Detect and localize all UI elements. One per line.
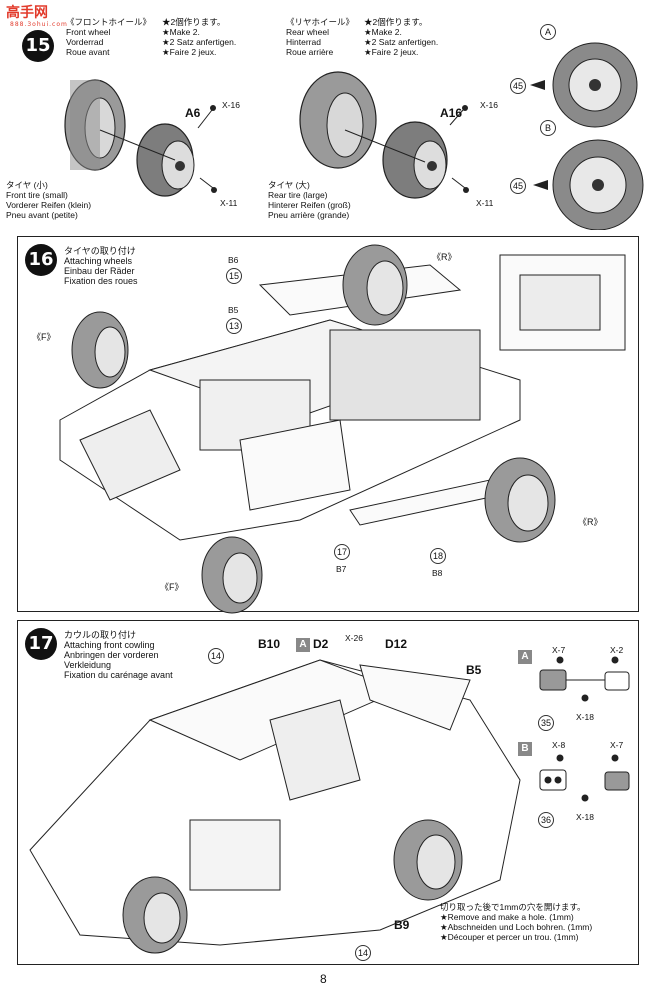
rear-left-wheel-17 xyxy=(122,876,188,954)
side-view-label-b: B xyxy=(540,120,556,136)
rear-right-wheel xyxy=(484,457,556,543)
label-r-top: 《R》 xyxy=(432,252,457,262)
front-tire-illustration xyxy=(64,79,126,171)
part-13: 13 xyxy=(226,318,242,334)
step-17-number: 17 xyxy=(25,628,57,660)
drill-hole-note: 切り取った後で1mmの穴を開けます。 ★Remove and make a ho… xyxy=(440,902,593,942)
detail-a-x18: X-18 xyxy=(576,712,594,722)
part-15: 15 xyxy=(226,268,242,284)
detail-b-illustration xyxy=(539,754,630,802)
side-view-label-a: A xyxy=(540,24,556,40)
step-15-number: 15 xyxy=(22,30,54,62)
detail-a-part-35: 35 xyxy=(538,715,554,731)
part-b5-17: B5 xyxy=(466,663,482,677)
part-a-marker: A xyxy=(296,638,310,652)
watermark-logo: 高手网 xyxy=(6,5,48,21)
rear-tire-label: タイヤ (大) Rear tire (large) Hinterer Reife… xyxy=(268,180,351,220)
step-16-panel xyxy=(17,236,639,612)
front-tire-label: タイヤ (小) Front tire (small) Vorderer Reif… xyxy=(6,180,92,220)
detail-a-x7: X-7 xyxy=(552,645,566,655)
front-bottom-wheel xyxy=(201,536,263,614)
part-14-top: 14 xyxy=(208,648,224,664)
front-screw-x11: X-11 xyxy=(220,198,238,208)
part-b5: B5 xyxy=(228,305,239,315)
part-b9: B9 xyxy=(394,918,410,932)
wheel-side-view-b xyxy=(552,139,644,230)
part-18: 18 xyxy=(430,548,446,564)
label-f-bottom: 《F》 xyxy=(160,582,184,592)
wheel-side-view-a xyxy=(552,42,638,128)
label-f-left: 《F》 xyxy=(32,332,56,342)
detail-a-label: A xyxy=(518,650,532,664)
part-d2: D2 xyxy=(313,637,329,651)
rear-screw-x16: X-16 xyxy=(480,100,498,110)
detail-a-x2: X-2 xyxy=(610,645,624,655)
step-16-number: 16 xyxy=(25,244,57,276)
front-wheel-illustration xyxy=(136,123,195,197)
part-b6: B6 xyxy=(228,255,239,265)
detail-b-x7: X-7 xyxy=(610,740,624,750)
rear-screw-x11: X-11 xyxy=(476,198,494,208)
step-17-title: カウルの取り付け Attaching front cowling Anbring… xyxy=(64,630,173,680)
front-wheel-notes: ★2個作ります。 ★Make 2. ★2 Satz anfertigen. ★F… xyxy=(162,17,237,57)
step-17-panel xyxy=(17,620,639,965)
detail-b-x8: X-8 xyxy=(552,740,566,750)
detail-a-illustration xyxy=(539,656,630,702)
detail-b-part-36: 36 xyxy=(538,812,554,828)
part-b10: B10 xyxy=(258,637,281,651)
step-15-drawing xyxy=(64,42,644,230)
front-wheel-part-a6: A6 xyxy=(185,106,201,120)
rear-wheel-notes: ★2個作ります。 ★Make 2. ★2 Satz anfertigen. ★F… xyxy=(364,17,439,57)
part-b8: B8 xyxy=(432,568,443,578)
part-45-b: 45 xyxy=(510,178,526,194)
rear-tire-illustration xyxy=(299,71,377,169)
chassis-illustration xyxy=(59,264,521,541)
front-wheel-title: 《フロントホイール》 Front wheel Vorderrad Roue av… xyxy=(66,17,152,57)
front-left-wheel xyxy=(71,311,129,389)
rear-wheel-title: 《リヤホイール》 Rear wheel Hinterrad Roue arriè… xyxy=(286,17,355,57)
step-16-title: タイヤの取り付け Attaching wheels Einbau der Räd… xyxy=(64,246,138,286)
detail-b-label: B xyxy=(518,742,532,756)
screw-x26: X-26 xyxy=(345,633,363,643)
front-screw-x16: X-16 xyxy=(222,100,240,110)
rear-wheel-part-a16: A16 xyxy=(440,106,463,120)
rear-top-wheel xyxy=(342,244,408,326)
part-17: 17 xyxy=(334,544,350,560)
part-b7: B7 xyxy=(336,564,347,574)
part-45-a: 45 xyxy=(510,78,526,94)
detail-b-x18: X-18 xyxy=(576,812,594,822)
front-right-wheel-17 xyxy=(393,819,463,901)
watermark-url: 888.3ohui.com xyxy=(10,21,68,28)
car-body-illustration xyxy=(29,659,521,946)
part-14-bottom: 14 xyxy=(355,945,371,961)
part-d12: D12 xyxy=(385,637,408,651)
label-r-bottom: 《R》 xyxy=(578,517,603,527)
inset-detail xyxy=(499,254,626,351)
page-number: 8 xyxy=(320,972,327,986)
rear-wheel-illustration xyxy=(382,121,448,199)
